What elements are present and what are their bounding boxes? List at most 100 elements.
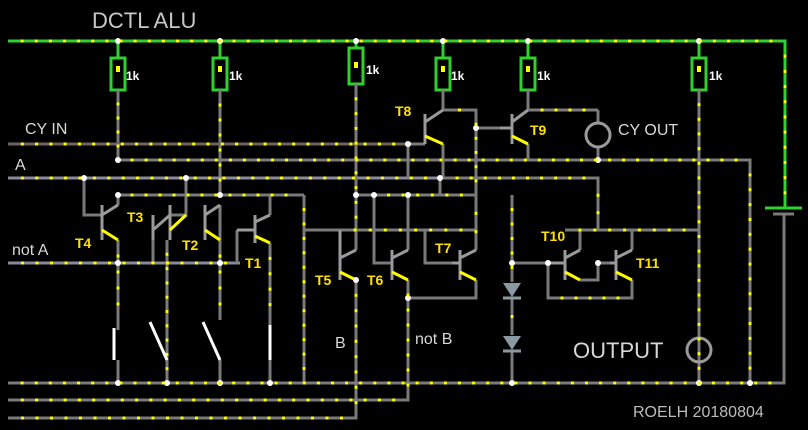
current-dot bbox=[445, 193, 449, 197]
current-dot bbox=[377, 398, 381, 402]
current-dot bbox=[656, 39, 660, 43]
current-dot bbox=[78, 176, 82, 180]
current-dot bbox=[268, 256, 272, 260]
current-dot bbox=[274, 381, 278, 385]
current-dot bbox=[34, 39, 38, 43]
current-dot bbox=[280, 176, 284, 180]
current-dot bbox=[335, 398, 339, 402]
current-dot bbox=[497, 176, 501, 180]
current-dot bbox=[458, 108, 461, 112]
current-dot bbox=[588, 296, 592, 300]
current-dot bbox=[284, 193, 288, 197]
current-dot bbox=[596, 193, 600, 197]
current-dot bbox=[512, 176, 515, 180]
current-dot bbox=[218, 163, 222, 167]
current-dot bbox=[277, 398, 281, 402]
current-dot bbox=[387, 193, 391, 197]
current-dot bbox=[292, 142, 296, 146]
current-dot bbox=[556, 381, 560, 385]
current-dot bbox=[565, 158, 569, 162]
current-dot bbox=[395, 176, 399, 180]
current-dot bbox=[120, 142, 124, 146]
current-dot bbox=[622, 158, 626, 162]
current-dot bbox=[474, 151, 478, 154]
current-dot bbox=[200, 193, 204, 197]
resistor-r5 bbox=[519, 56, 537, 92]
current-dot bbox=[277, 142, 281, 146]
current-dot bbox=[135, 398, 139, 402]
current-dot bbox=[697, 308, 701, 312]
current-dot bbox=[147, 381, 151, 385]
current-dot bbox=[354, 339, 358, 343]
current-dot bbox=[514, 381, 518, 385]
current-dot bbox=[218, 103, 222, 107]
not-a-label: not A bbox=[12, 242, 49, 259]
current-dot bbox=[340, 416, 343, 420]
current-dot bbox=[740, 381, 744, 385]
transistor-t9-label: T9 bbox=[530, 122, 547, 138]
current-dot bbox=[755, 39, 759, 43]
current-dot bbox=[354, 324, 358, 328]
current-dot bbox=[218, 302, 222, 306]
current-dot bbox=[486, 39, 490, 43]
current-dot bbox=[697, 366, 701, 370]
current-dot bbox=[430, 193, 434, 197]
current-dot bbox=[424, 176, 428, 180]
current-dot bbox=[501, 39, 504, 43]
current-dot bbox=[652, 228, 656, 232]
current-dot bbox=[727, 39, 730, 43]
current-dot bbox=[50, 416, 53, 420]
current-dot bbox=[285, 158, 288, 162]
current-dot bbox=[387, 381, 391, 385]
current-dot bbox=[302, 208, 306, 211]
current-dot bbox=[214, 193, 218, 197]
resistor-r2-label: 1k bbox=[229, 69, 243, 83]
transistor-t2-symbol bbox=[203, 203, 221, 242]
current-dot bbox=[177, 142, 181, 146]
current-dot bbox=[190, 39, 194, 43]
current-dot bbox=[267, 416, 271, 420]
current-dot bbox=[130, 193, 134, 197]
current-dot bbox=[337, 176, 341, 180]
current-dot bbox=[354, 370, 358, 374]
current-dot bbox=[551, 158, 555, 162]
current-dot bbox=[613, 381, 617, 385]
current-dot bbox=[288, 381, 292, 385]
current-dot bbox=[748, 351, 752, 355]
current-dot bbox=[116, 130, 120, 134]
current-dot bbox=[20, 381, 24, 385]
current-dot bbox=[641, 381, 645, 385]
current-dot bbox=[352, 176, 356, 180]
current-dot bbox=[116, 270, 120, 274]
current-dot bbox=[218, 39, 222, 43]
current-dot bbox=[474, 165, 478, 169]
current-dot bbox=[697, 337, 701, 341]
current-dot bbox=[180, 416, 184, 420]
current-dot bbox=[77, 142, 81, 146]
current-dot bbox=[302, 294, 306, 298]
current-dot bbox=[172, 158, 176, 162]
current-dot bbox=[397, 158, 401, 162]
current-dot bbox=[474, 122, 478, 126]
current-dot bbox=[151, 416, 155, 420]
current-dot bbox=[246, 39, 250, 43]
transistor-t10-symbol bbox=[548, 248, 581, 282]
current-dot bbox=[306, 142, 310, 146]
current-dot bbox=[474, 230, 478, 234]
current-dot bbox=[165, 310, 169, 313]
current-dot bbox=[107, 176, 111, 180]
current-dot bbox=[62, 381, 66, 385]
current-dot bbox=[537, 158, 541, 162]
current-dot bbox=[260, 381, 264, 385]
current-dot bbox=[331, 381, 334, 385]
current-dot bbox=[574, 296, 578, 300]
current-dot bbox=[311, 416, 314, 420]
resistor-r6 bbox=[690, 56, 708, 92]
current-dot bbox=[510, 251, 514, 255]
transistor-t1-label: T1 bbox=[245, 255, 262, 271]
current-dot bbox=[265, 176, 269, 180]
current-dot bbox=[327, 158, 331, 162]
middle-block-wires bbox=[8, 144, 478, 420]
resistor-r6-label: 1k bbox=[709, 69, 723, 83]
current-dot bbox=[263, 142, 267, 146]
